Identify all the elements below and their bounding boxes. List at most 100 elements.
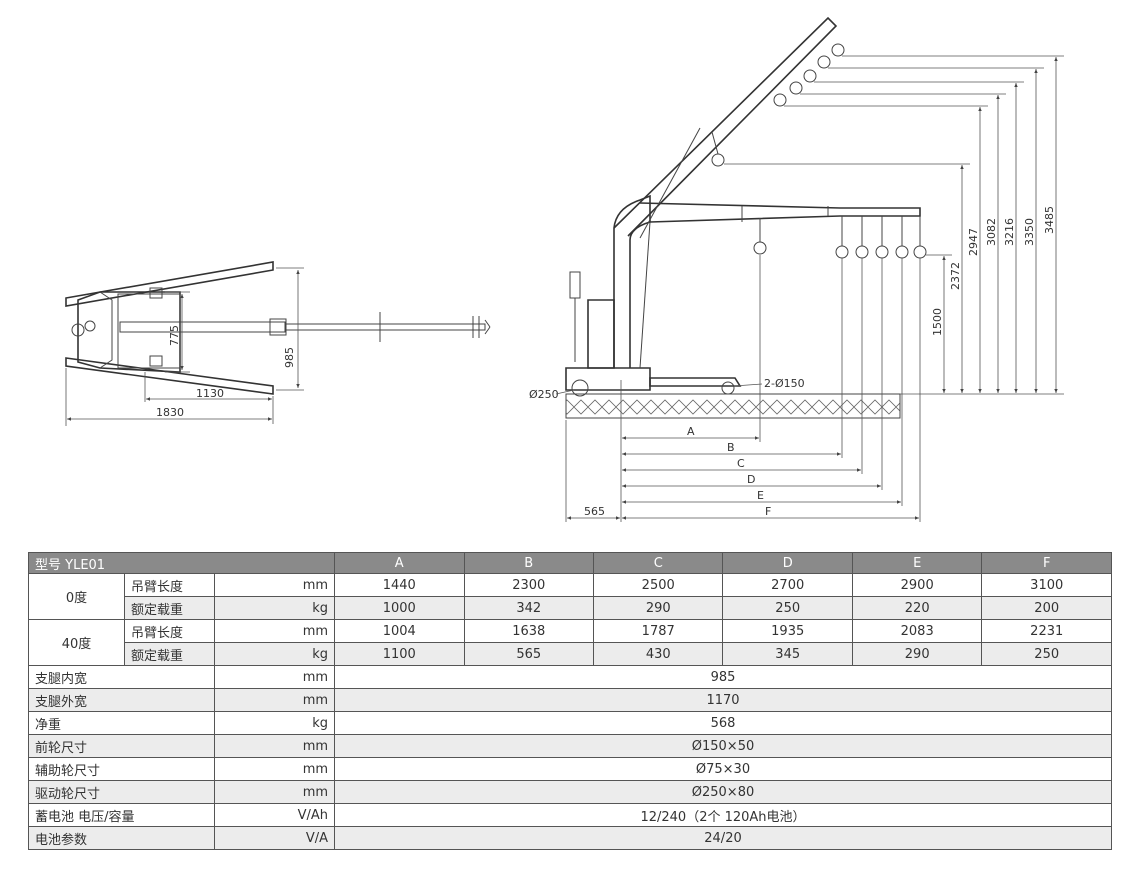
row-label: 吊臂长度 bbox=[124, 573, 215, 597]
spec-value: 985 bbox=[334, 665, 1112, 689]
cell: 1000 bbox=[334, 596, 465, 620]
spec-unit: V/A bbox=[213, 826, 336, 850]
base bbox=[565, 367, 651, 391]
spec-label: 支腿外宽 bbox=[28, 688, 215, 712]
spec-row: 支腿内宽 mm 985 bbox=[28, 665, 1112, 689]
group-label: 0度 bbox=[28, 573, 125, 620]
table-row: 额定载重 kg 1000 342 290 250 220 200 bbox=[29, 596, 1112, 620]
spec-row: 电池参数 V/A 24/20 bbox=[28, 826, 1112, 850]
cell: 430 bbox=[592, 642, 724, 666]
reach-label-b: B bbox=[727, 441, 735, 454]
spec-label: 前轮尺寸 bbox=[28, 734, 215, 758]
spec-value: Ø150×50 bbox=[334, 734, 1112, 758]
row-unit: kg bbox=[213, 596, 336, 620]
spec-label: 电池参数 bbox=[28, 826, 215, 850]
row-unit: mm bbox=[213, 573, 336, 597]
spec-label: 辅助轮尺寸 bbox=[28, 757, 215, 781]
dim-775: 775 bbox=[168, 325, 181, 346]
cell: 2083 bbox=[851, 619, 983, 643]
side-leg bbox=[649, 377, 742, 387]
dim-2372: 2372 bbox=[949, 262, 962, 290]
col-header: C bbox=[592, 552, 724, 574]
col-header: A bbox=[334, 552, 465, 574]
spec-label: 支腿内宽 bbox=[28, 665, 215, 689]
table-row: 额定载重 kg 1100 565 430 345 290 250 bbox=[29, 642, 1112, 666]
spec-row: 蓄电池 电压/容量 V/Ah 12/240（2个 120Ah电池） bbox=[28, 803, 1112, 827]
spec-table: 型号 YLE01 A B C D E F 0度 吊臂长度 mm 1440 230… bbox=[27, 552, 1112, 850]
spec-unit: mm bbox=[213, 665, 336, 689]
cell: 3100 bbox=[981, 573, 1112, 597]
cell: 220 bbox=[851, 596, 983, 620]
spec-unit: kg bbox=[213, 711, 336, 735]
cell: 1004 bbox=[334, 619, 465, 643]
mast bbox=[613, 194, 651, 368]
spec-value: 1170 bbox=[334, 688, 1112, 712]
spec-label: 蓄电池 电压/容量 bbox=[28, 803, 215, 827]
row-label: 吊臂长度 bbox=[124, 619, 215, 643]
cell: 345 bbox=[722, 642, 853, 666]
spec-row: 支腿外宽 mm 1170 bbox=[28, 688, 1112, 712]
side-view: Ø250 2-Ø150 1500 2372 2947 3082 3216 bbox=[529, 16, 1064, 522]
cell: 250 bbox=[722, 596, 853, 620]
cell: 290 bbox=[851, 642, 983, 666]
cell: 565 bbox=[463, 642, 594, 666]
boom-horizontal bbox=[639, 202, 921, 223]
dim-3216: 3216 bbox=[1003, 218, 1016, 246]
col-header: B bbox=[463, 552, 594, 574]
table-header-row: 型号 YLE01 A B C D E F bbox=[27, 552, 1112, 574]
reach-label-d: D bbox=[747, 473, 755, 486]
lower-leg bbox=[65, 357, 274, 395]
spec-label: 净重 bbox=[28, 711, 215, 735]
cell: 1787 bbox=[592, 619, 724, 643]
col-header: E bbox=[851, 552, 983, 574]
top-view: 775 985 1130 1830 bbox=[65, 261, 491, 426]
spec-value: 568 bbox=[334, 711, 1112, 735]
spec-value: Ø75×30 bbox=[334, 757, 1112, 781]
dim-3082: 3082 bbox=[985, 218, 998, 246]
spec-unit: mm bbox=[213, 688, 336, 712]
reach-label-e: E bbox=[757, 489, 764, 502]
cell: 2300 bbox=[463, 573, 594, 597]
boom-top bbox=[119, 321, 286, 333]
col-header: F bbox=[981, 552, 1112, 574]
dim-1130: 1130 bbox=[196, 387, 224, 400]
cell: 342 bbox=[463, 596, 594, 620]
spec-label: 驱动轮尺寸 bbox=[28, 780, 215, 804]
cell: 1440 bbox=[334, 573, 465, 597]
spec-row: 驱动轮尺寸 mm Ø250×80 bbox=[28, 780, 1112, 804]
spec-row: 净重 kg 568 bbox=[28, 711, 1112, 735]
dim-985: 985 bbox=[283, 347, 296, 368]
reach-dimensions bbox=[565, 255, 921, 522]
cell: 290 bbox=[592, 596, 724, 620]
cell: 1100 bbox=[334, 642, 465, 666]
cell: 2900 bbox=[851, 573, 983, 597]
mast-housing bbox=[587, 299, 615, 369]
spec-row: 辅助轮尺寸 mm Ø75×30 bbox=[28, 757, 1112, 781]
cell: 1638 bbox=[463, 619, 594, 643]
spec-unit: mm bbox=[213, 780, 336, 804]
ground bbox=[565, 393, 901, 419]
height-dimensions bbox=[724, 55, 1064, 395]
reach-label-c: C bbox=[737, 457, 745, 470]
row-label: 额定载重 bbox=[124, 642, 215, 666]
cell: 2231 bbox=[981, 619, 1112, 643]
cell: 2700 bbox=[722, 573, 853, 597]
row-unit: kg bbox=[213, 642, 336, 666]
dim-3485: 3485 bbox=[1043, 206, 1056, 234]
crane-technical-drawing: 775 985 1130 1830 bbox=[65, 16, 1064, 522]
dim-565: 565 bbox=[584, 505, 605, 518]
spec-value: Ø250×80 bbox=[334, 780, 1112, 804]
reach-label-a: A bbox=[687, 425, 695, 438]
dim-1500: 1500 bbox=[931, 308, 944, 336]
upper-leg bbox=[65, 261, 274, 307]
cell: 250 bbox=[981, 642, 1112, 666]
dim-2947: 2947 bbox=[967, 228, 980, 256]
row-unit: mm bbox=[213, 619, 336, 643]
model-label: 型号 YLE01 bbox=[27, 552, 336, 574]
dim-3350: 3350 bbox=[1023, 218, 1036, 246]
front-wheel bbox=[721, 381, 735, 395]
reach-label-f: F bbox=[765, 505, 771, 518]
cell: 1935 bbox=[722, 619, 853, 643]
table-row: 0度 吊臂长度 mm 1440 2300 2500 2700 2900 3100 bbox=[28, 573, 1112, 620]
table-row: 40度 吊臂长度 mm 1004 1638 1787 1935 2083 223… bbox=[28, 619, 1112, 666]
